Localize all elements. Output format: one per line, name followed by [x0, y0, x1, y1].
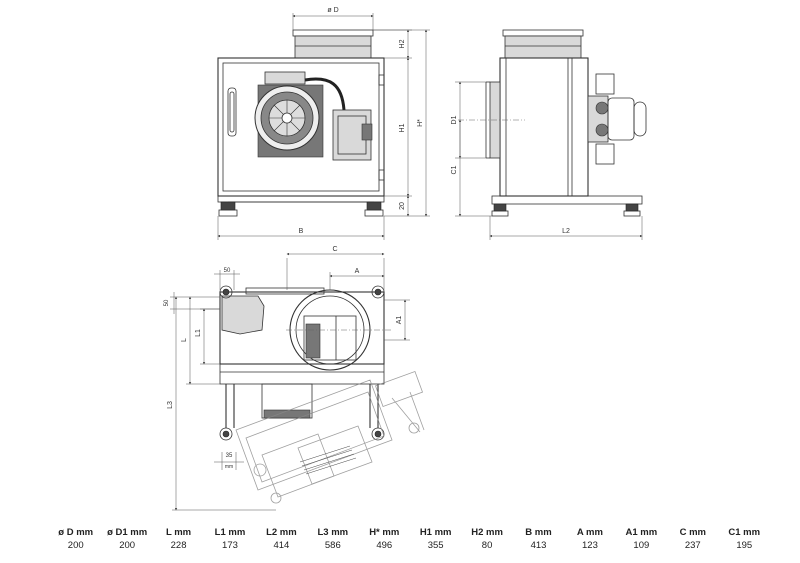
header-cell: C1 mm: [728, 527, 761, 538]
table-header-row: ø D mm ø D1 mm L mm L1 mm L2 mm L3 mm H*…: [50, 526, 770, 539]
dim-label-l2: L2: [562, 228, 570, 235]
header-cell: H2 mm: [471, 527, 503, 538]
side-view: D1 C1 L2: [451, 29, 647, 240]
dim-label-35-unit: mm: [225, 464, 233, 470]
dim-label-h1: H1: [399, 123, 406, 132]
dim-label-a: A: [355, 268, 360, 275]
dim-label-50-side: 50: [164, 299, 170, 306]
technical-drawing: ø D H2 H1 20 H* B: [164, 7, 647, 511]
header-cell: H* mm: [369, 527, 400, 538]
table-value-row: 200 200 228 173 414 586 496 355 80 413 1…: [50, 539, 770, 552]
dim-label-h2: H2: [399, 39, 406, 48]
header-cell: ø D1 mm: [107, 527, 148, 538]
value-cell: 200: [119, 540, 136, 551]
dim-label-20: 20: [399, 202, 406, 210]
header-cell: L2 mm: [266, 527, 297, 538]
header-cell: L1 mm: [214, 527, 246, 538]
value-cell: 80: [481, 540, 493, 551]
header-cell: A mm: [576, 527, 603, 538]
dim-label-d: ø D: [327, 7, 338, 14]
value-cell: 496: [376, 540, 393, 551]
dim-label-d1: D1: [451, 115, 458, 124]
dim-label-b: B: [299, 228, 304, 235]
header-cell: H1 mm: [419, 527, 452, 538]
dim-label-50-top: 50: [224, 268, 231, 274]
header-cell: L3 mm: [317, 527, 349, 538]
value-cell: 195: [736, 540, 753, 551]
value-cell: 200: [67, 540, 84, 551]
front-view: ø D H2 H1 20 H* B: [217, 7, 430, 240]
header-cell: A1 mm: [625, 527, 658, 538]
dim-label-c: C: [332, 246, 337, 253]
dimension-table: ø D mm ø D1 mm L mm L1 mm L2 mm L3 mm H*…: [50, 526, 770, 552]
value-cell: 228: [170, 540, 187, 551]
header-cell: L mm: [165, 527, 192, 538]
value-cell: 413: [530, 540, 547, 551]
value-cell: 237: [684, 540, 701, 551]
dim-label-l: L: [181, 338, 188, 342]
value-cell: 586: [324, 540, 341, 551]
value-cell: 109: [633, 540, 650, 551]
header-cell: C mm: [679, 527, 706, 538]
dim-label-l1: L1: [195, 329, 202, 337]
value-cell: 355: [427, 540, 444, 551]
value-cell: 414: [273, 540, 290, 551]
dim-label-35: 35: [226, 453, 233, 459]
dim-label-c1: C1: [451, 165, 458, 174]
dim-label-a1: A1: [396, 316, 403, 325]
value-cell: 123: [582, 540, 598, 551]
header-cell: ø D mm: [58, 527, 94, 538]
plan-view: C A A1 50 50 L1 L L3: [164, 246, 425, 511]
dim-label-h: H*: [417, 119, 424, 127]
header-cell: B mm: [525, 527, 552, 538]
dim-label-l3: L3: [167, 401, 174, 409]
value-cell: 173: [222, 540, 238, 551]
